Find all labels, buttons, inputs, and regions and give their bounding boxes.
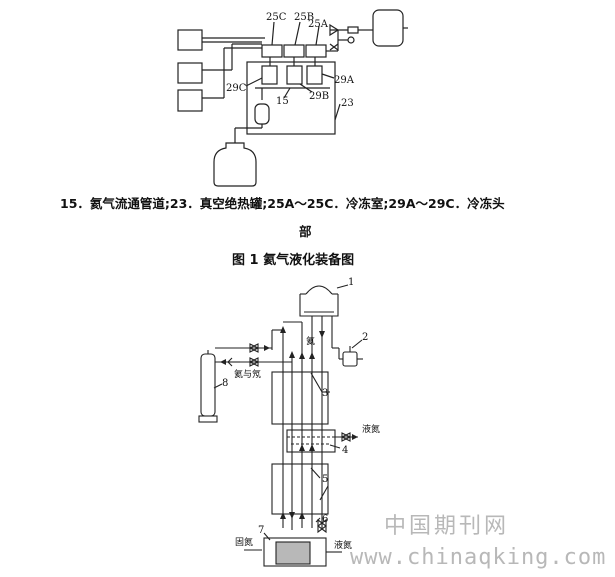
label-solid-nitrogen: 固氮	[235, 536, 253, 548]
label-7: 7	[258, 525, 264, 536]
label-8: 8	[222, 378, 228, 389]
label-25A: 25A	[308, 19, 329, 30]
heat-exchanger-5	[271, 463, 329, 515]
storage-flask	[213, 142, 257, 187]
label-3: 3	[322, 388, 328, 399]
figure-1-title: 图 1 氦气液化装备图	[232, 253, 355, 268]
gas-cylinder-8	[200, 353, 216, 417]
label-29B: 29B	[309, 91, 329, 102]
label-29C: 29C	[226, 83, 247, 94]
label-25C: 25C	[266, 12, 287, 23]
label-29A: 29A	[334, 75, 355, 86]
label-15: 15	[276, 96, 289, 107]
watermark-cn: 中国期刊网	[384, 514, 510, 539]
label-helium: 氦	[306, 335, 315, 347]
label-2: 2	[362, 332, 368, 343]
figure-1-diagram: 25C 25B 25A 29C 29A 29B 15 23	[177, 9, 408, 187]
compressor-box-1	[177, 29, 203, 51]
label-4: 4	[342, 445, 348, 456]
figure-1-caption-line-1: 15．氦气流通管道;23．真空绝热罐;25A～25C．冷冻室;29A～29C．冷…	[60, 196, 505, 211]
label-1: 1	[348, 277, 354, 288]
label-liquid-nitrogen-bottom: 液氮	[334, 539, 352, 551]
heat-exchanger-3	[271, 371, 329, 425]
device-2	[342, 351, 358, 367]
vacuum-insulated-tank-23	[246, 61, 336, 135]
compressor-box-2	[177, 62, 203, 84]
top-dewar-1	[299, 294, 339, 317]
label-liquid-nitrogen-top: 液氮	[362, 423, 380, 435]
label-23: 23	[341, 98, 354, 109]
figure-1-caption-line-2: 部	[299, 224, 312, 239]
label-25B: 25B	[294, 12, 314, 23]
compressor-box-3	[177, 89, 203, 112]
label-6: 6	[322, 514, 328, 525]
liquid-nitrogen-tank-4	[286, 429, 336, 453]
watermark-url: www.chinaqking.com	[350, 545, 607, 570]
label-helium-neon: 氦与氖	[234, 368, 261, 380]
label-5: 5	[322, 474, 328, 485]
